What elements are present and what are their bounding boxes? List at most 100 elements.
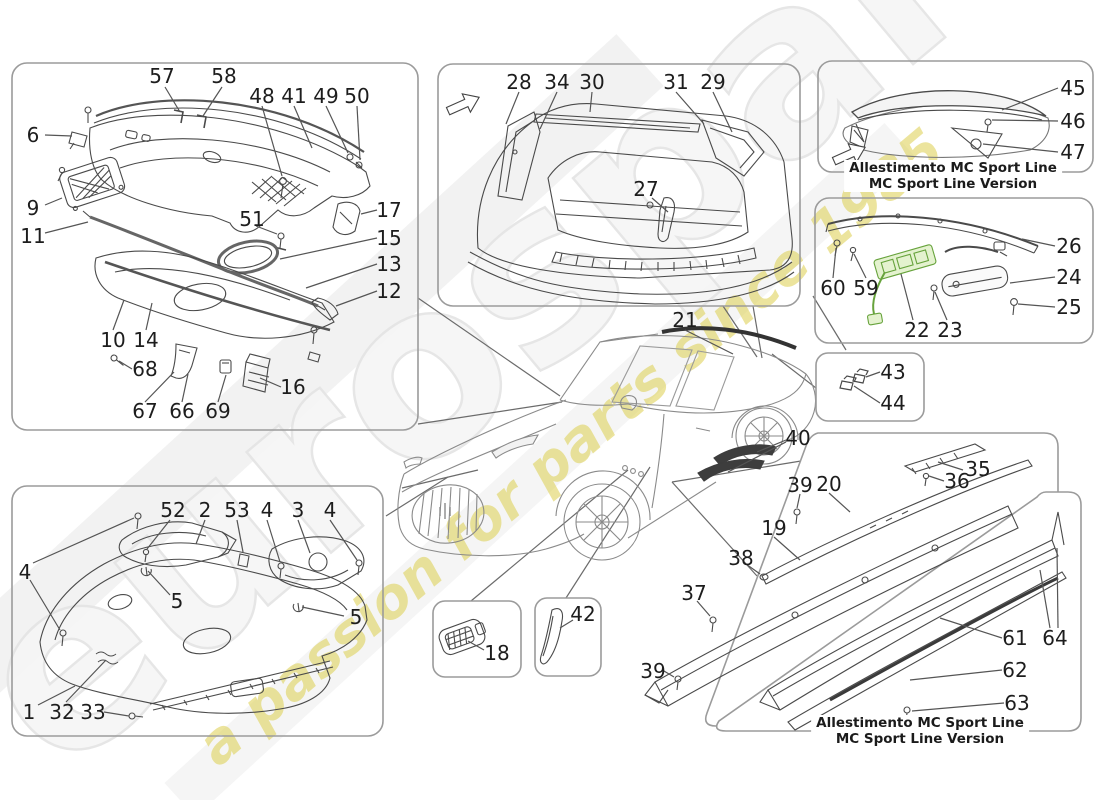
callout-4: 4	[260, 498, 274, 522]
callout-32: 32	[49, 700, 75, 724]
callout-4: 4	[18, 560, 32, 584]
skirt-parts	[644, 443, 1033, 707]
callout-34: 34	[544, 70, 570, 94]
callout-61: 61	[1002, 626, 1028, 650]
caption-line2: MC Sport Line Version	[868, 176, 1038, 193]
callout-48: 48	[249, 84, 275, 108]
callout-1: 1	[22, 700, 36, 724]
callout-11: 11	[20, 224, 46, 248]
callout-5: 5	[170, 589, 184, 613]
callout-10: 10	[100, 328, 126, 352]
callout-57: 57	[149, 64, 175, 88]
box-trunk	[437, 63, 801, 307]
caption-line2: MC Sport Line Version	[835, 731, 1005, 748]
callout-17: 17	[376, 198, 402, 222]
callout-28: 28	[506, 70, 532, 94]
box-blade-trim	[534, 597, 602, 677]
clip-callout-lines	[853, 371, 881, 404]
roof-trim-part	[661, 326, 797, 350]
callout-59: 59	[853, 276, 879, 300]
callout-25: 25	[1056, 295, 1082, 319]
vent-callout-line	[467, 640, 485, 651]
callout-50: 50	[344, 84, 370, 108]
callout-42: 42	[570, 602, 596, 626]
callout-69: 69	[205, 399, 231, 423]
callout-53: 53	[224, 498, 250, 522]
callout-6: 6	[26, 123, 40, 147]
direction-arrow-icon	[831, 143, 866, 166]
callout-23: 23	[937, 318, 963, 342]
fender-trim-part-b	[697, 458, 765, 482]
callout-33: 33	[80, 700, 106, 724]
spoiler-parts	[831, 90, 1050, 166]
rail-callout-lines	[832, 238, 1056, 321]
callout-18: 18	[484, 641, 510, 665]
mc-sport-line-caption-skirt: Allestimento MC Sport Line MC Sport Line…	[811, 715, 1029, 748]
callout-30: 30	[579, 70, 605, 94]
skirt-callout-lines	[663, 461, 964, 678]
callout-31: 31	[663, 70, 689, 94]
callout-13: 13	[376, 252, 402, 276]
callout-24: 24	[1056, 265, 1082, 289]
box-clips	[815, 352, 925, 422]
callout-37: 37	[681, 581, 707, 605]
blade-callout-line	[559, 619, 574, 629]
rail-parts	[825, 213, 1039, 326]
callout-49: 49	[313, 84, 339, 108]
callout-4: 4	[323, 498, 337, 522]
callout-39: 39	[787, 473, 813, 497]
callout-40: 40	[785, 426, 811, 450]
box-vent	[432, 600, 522, 678]
callout-9: 9	[26, 196, 40, 220]
callout-16: 16	[280, 375, 306, 399]
cowl-callout-lines	[44, 86, 378, 403]
callout-43: 43	[880, 360, 906, 384]
callout-52: 52	[160, 498, 186, 522]
trunk-callout-lines	[505, 91, 733, 213]
shield-parts	[39, 512, 368, 720]
callout-15: 15	[376, 226, 402, 250]
callout-35: 35	[965, 457, 991, 481]
skirt-mc-parts	[759, 511, 1067, 731]
callout-14: 14	[133, 328, 159, 352]
callout-21: 21	[672, 308, 698, 332]
mc-sport-line-caption-spoiler: Allestimento MC Sport Line MC Sport Line…	[844, 160, 1062, 193]
callout-36: 36	[944, 469, 970, 493]
direction-arrow-icon	[445, 93, 480, 116]
callout-67: 67	[132, 399, 158, 423]
box-cowl	[11, 62, 419, 431]
caption-line1: Allestimento MC Sport Line	[816, 715, 1024, 731]
callout-46: 46	[1060, 109, 1086, 133]
shield-callout-lines	[29, 517, 358, 717]
box-roof-rail	[814, 197, 1094, 344]
cowl-parts	[57, 99, 371, 393]
callout-68: 68	[132, 357, 158, 381]
blade-part	[539, 608, 564, 665]
callout-41: 41	[281, 84, 307, 108]
callout-38: 38	[728, 546, 754, 570]
trunk-parts	[445, 93, 795, 305]
callout-39: 39	[640, 659, 666, 683]
callout-29: 29	[700, 70, 726, 94]
box-underbody-shield	[11, 485, 384, 737]
callout-47: 47	[1060, 140, 1086, 164]
callout-44: 44	[880, 391, 906, 415]
callout-2: 2	[198, 498, 212, 522]
callout-27: 27	[633, 177, 659, 201]
callout-19: 19	[761, 516, 787, 540]
vent-part	[438, 618, 486, 656]
callout-26: 26	[1056, 234, 1082, 258]
callout-60: 60	[820, 276, 846, 300]
callout-5: 5	[349, 605, 363, 629]
callout-58: 58	[211, 64, 237, 88]
callout-63: 63	[1004, 691, 1030, 715]
callout-12: 12	[376, 279, 402, 303]
callout-51: 51	[239, 207, 265, 231]
clip-parts	[839, 368, 869, 391]
highlighted-part-22	[867, 244, 937, 326]
car-drawing	[397, 326, 817, 561]
callout-64: 64	[1042, 626, 1068, 650]
callout-45: 45	[1060, 76, 1086, 100]
